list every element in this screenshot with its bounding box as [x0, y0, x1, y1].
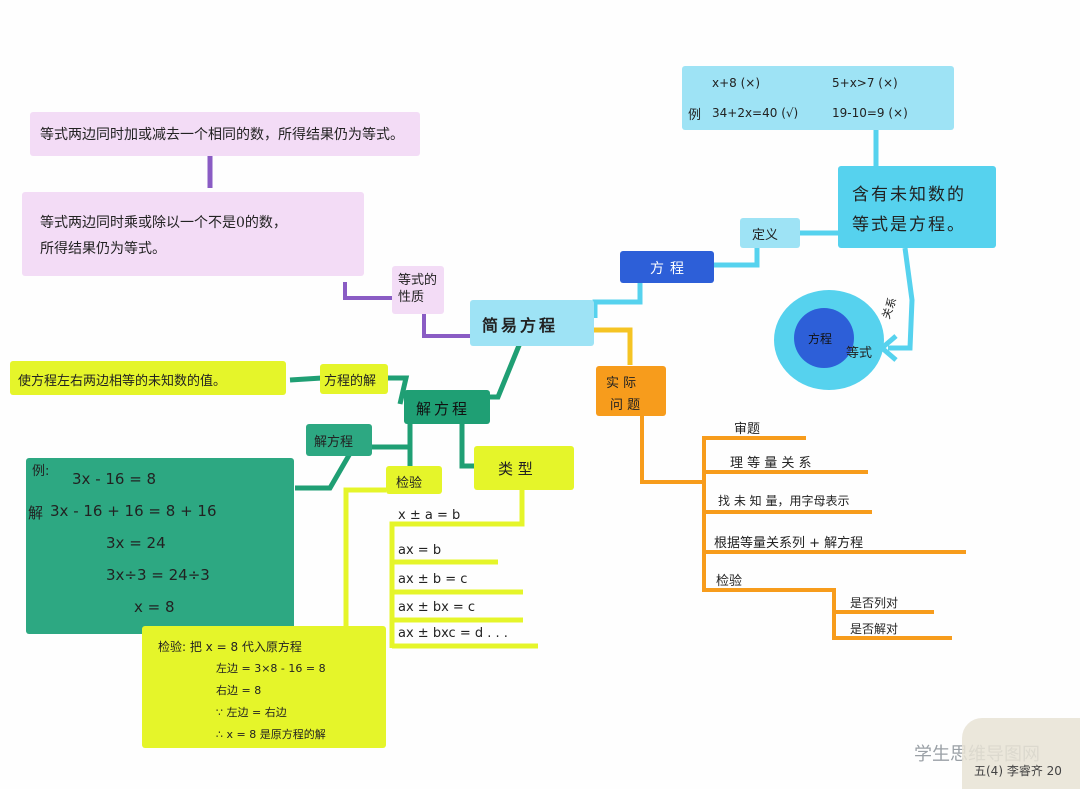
check-line: ∵ 左边 = 右边 — [216, 706, 287, 719]
examples-prefix: 例 — [688, 108, 702, 123]
practical-check-item: 是否解对 — [850, 622, 899, 636]
check-lines-box: 检验: 把 x = 8 代入原方程 左边 = 3×8 - 16 = 8 右边 =… — [142, 626, 386, 748]
property-rule2-line1: 等式两边同时乘或除以一个不是0的数， — [40, 215, 287, 231]
types-label-box: 类 型 — [474, 446, 574, 490]
property-label: 等式的 性质 — [398, 273, 438, 305]
check-line: 左边 = 3×8 - 16 = 8 — [216, 662, 326, 675]
type-item: ax ± bx = c — [398, 600, 476, 615]
type-item: x ± a = b — [398, 508, 461, 523]
solving-label: 解方程 — [314, 435, 354, 450]
practical-step: 检验 — [716, 574, 743, 589]
definition-text-box: 含有未知数的 等式是方程。 — [838, 166, 996, 248]
example-item: 5+x>7 (×) — [832, 76, 898, 90]
property-rule2-box: 等式两边同时乘或除以一个不是0的数， 所得结果仍为等式。 — [22, 192, 364, 276]
solve-step: 3x÷3 = 24÷3 — [106, 566, 210, 584]
signature: 五(4) 李睿齐 20 — [974, 764, 1062, 778]
outer-circle-label: 等式 — [846, 346, 873, 361]
practical-label-line2: 问 题 — [610, 398, 641, 413]
signature-patch: 五(4) 李睿齐 20 — [962, 718, 1080, 789]
property-rule1-box: 等式两边同时加或减去一个相同的数，所得结果仍为等式。 — [30, 112, 420, 156]
example-item: 19-10=9 (×) — [832, 106, 908, 120]
check-line: ∴ x = 8 是原方程的解 — [216, 728, 326, 741]
solution-label-box: 方程的解 — [320, 364, 388, 394]
property-rule1-text: 等式两边同时加或减去一个相同的数，所得结果仍为等式。 — [40, 127, 404, 143]
equation-label: 方程 — [650, 261, 690, 277]
solve-prefix: 解 — [28, 504, 44, 522]
definition-text-line1: 含有未知数的 — [852, 185, 966, 205]
solve-label: 解方程 — [416, 400, 471, 418]
practical-check-item: 是否列对 — [850, 596, 899, 610]
type-item: ax ± bxc = d . . . — [398, 626, 508, 641]
center-label: 简易方程 — [482, 316, 559, 335]
practical-node: 实 际 问 题 — [596, 366, 666, 416]
inner-circle-label: 方程 — [808, 332, 833, 346]
definition-label: 定义 — [752, 228, 779, 243]
example-prefix: 例: — [32, 464, 50, 479]
check-label-box: 检验 — [386, 466, 442, 494]
types-label: 类 型 — [498, 460, 533, 478]
check-label: 检验 — [396, 476, 423, 491]
solve-step: 3x = 24 — [106, 534, 166, 552]
solving-steps-box: 例: 解 3x - 16 = 8 3x - 16 + 16 = 8 + 16 3… — [26, 458, 294, 634]
property-label-box: 等式的 性质 — [392, 266, 444, 314]
practical-step: 根据等量关系列 + 解方程 — [714, 536, 864, 551]
solution-label: 方程的解 — [324, 374, 377, 389]
type-item: ax = b — [398, 543, 442, 558]
practical-step: 找 未 知 量，用字母表示 — [718, 494, 850, 508]
definition-text-line2: 等式是方程。 — [852, 215, 966, 235]
solve-step: x = 8 — [134, 598, 175, 616]
property-rule2-line2: 所得结果仍为等式。 — [40, 241, 166, 257]
solve-step: 3x - 16 = 8 — [72, 470, 157, 488]
solution-text: 使方程左右两边相等的未知数的值。 — [18, 374, 227, 389]
equation-node: 方程 — [620, 251, 714, 283]
solution-text-box: 使方程左右两边相等的未知数的值。 — [10, 361, 286, 395]
solving-label-box: 解方程 — [306, 424, 372, 456]
solve-node: 解方程 — [404, 390, 490, 424]
examples-box: x+8 (×) 5+x>7 (×) 例 34+2x=40 (√) 19-10=9… — [682, 66, 954, 130]
check-line: 检验: 把 x = 8 代入原方程 — [158, 640, 302, 654]
check-line: 右边 = 8 — [216, 684, 262, 697]
example-item: 34+2x=40 (√) — [712, 106, 799, 120]
solve-step: 3x - 16 + 16 = 8 + 16 — [50, 502, 217, 520]
practical-step: 理 等 量 关 系 — [730, 456, 812, 471]
definition-node: 定义 — [740, 218, 800, 248]
practical-step: 审题 — [734, 422, 761, 437]
center-node: 简易方程 — [470, 300, 594, 346]
inner-circle: 方程 — [794, 308, 854, 368]
practical-label-line1: 实 际 — [606, 376, 637, 391]
example-item: x+8 (×) — [712, 76, 761, 90]
type-item: ax ± b = c — [398, 572, 468, 587]
